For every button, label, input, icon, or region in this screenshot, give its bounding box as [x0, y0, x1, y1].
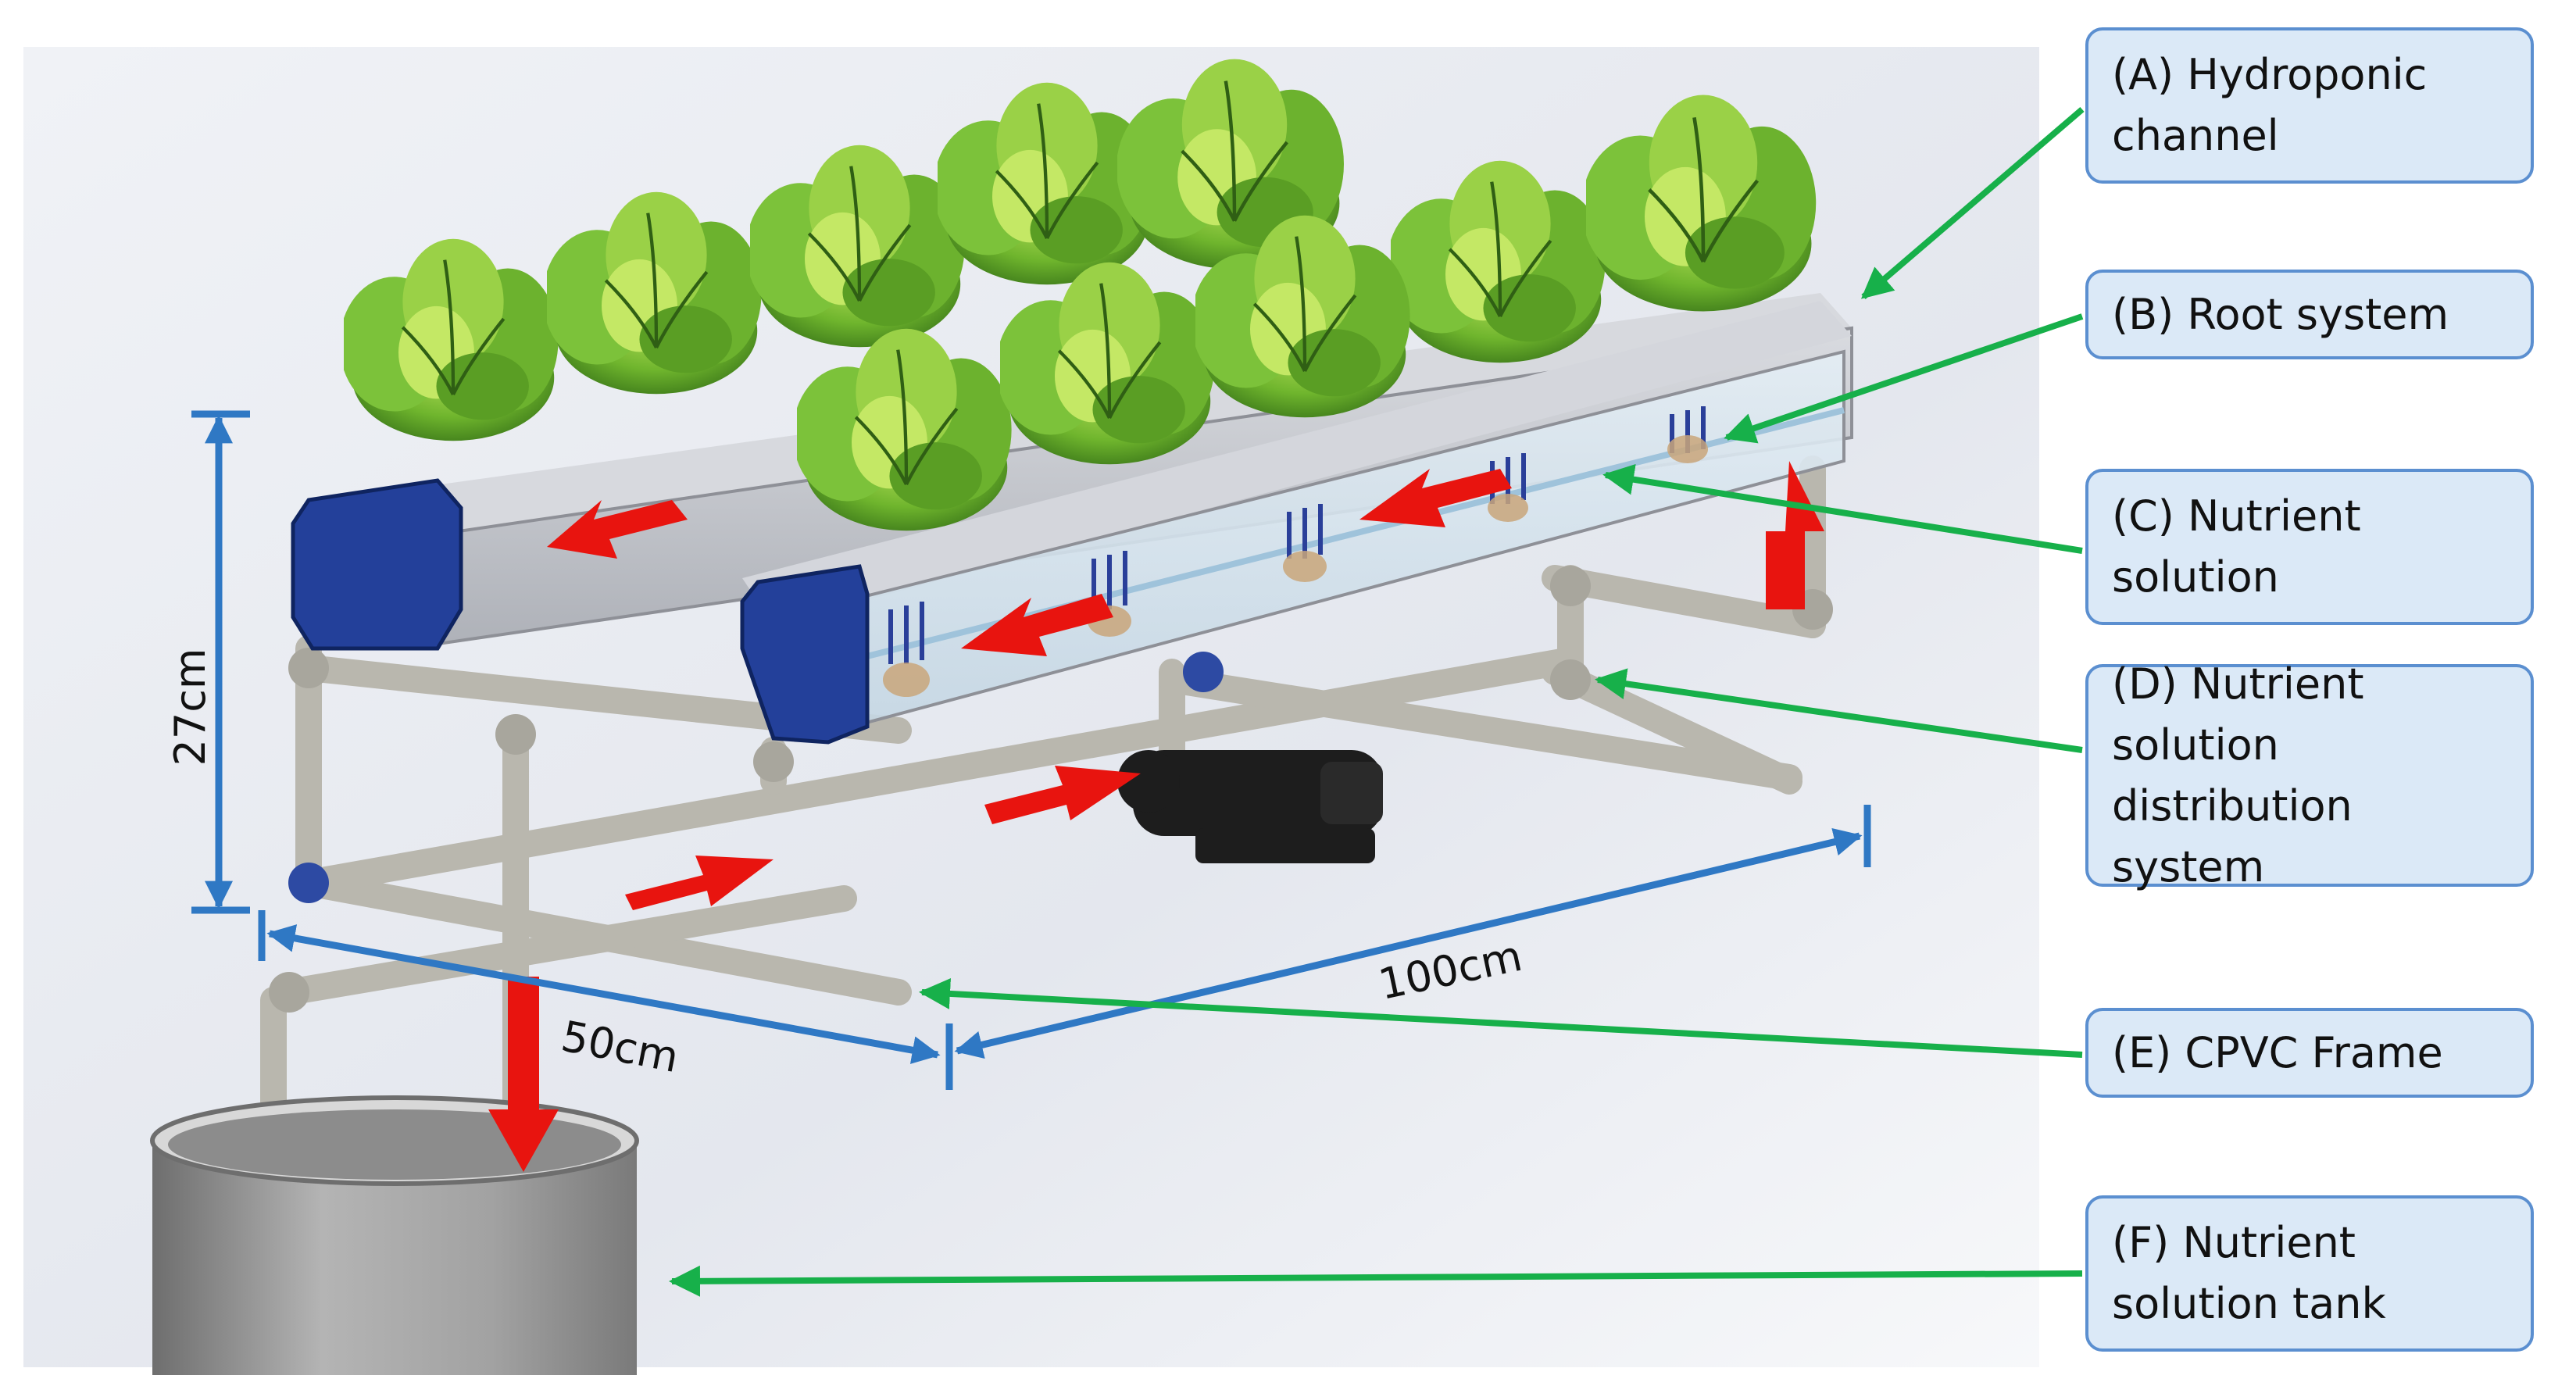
callout-root-system: (B) Root system — [2085, 270, 2534, 359]
flow-arrow-riser — [1766, 461, 1824, 609]
flow-arrow-channel-1 — [961, 594, 1113, 656]
callout-cpvc-frame-text: (E) CPVC Frame — [2112, 1027, 2443, 1077]
callout-nutrient-tank: (F) Nutrient solution tank — [2085, 1195, 2534, 1352]
dimension-height-label: 27cm — [166, 648, 215, 766]
flow-arrow-drain — [488, 977, 559, 1172]
callout-arrow-a — [1860, 106, 2085, 300]
flow-arrows — [488, 461, 1824, 1172]
callout-arrow-c — [1602, 463, 2083, 554]
callout-nutrient-solution-text: (C) Nutrient solution — [2112, 491, 2361, 602]
front-channel — [740, 301, 1852, 745]
flow-arrow-back-channel — [547, 500, 688, 559]
callout-distribution-system-text: (D) Nutrient solution distribution syste… — [2112, 659, 2364, 891]
callout-distribution-system: (D) Nutrient solution distribution syste… — [2085, 659, 2534, 891]
callout-root-system-text: (B) Root system — [2112, 289, 2449, 339]
pipe-fittings — [269, 566, 1833, 1013]
callout-nutrient-tank-text: (F) Nutrient solution tank — [2112, 1218, 2386, 1328]
flow-arrow-pipe-2 — [984, 766, 1141, 824]
nutrient-tank — [150, 1095, 639, 1375]
callout-nutrient-solution: (C) Nutrient solution — [2085, 469, 2534, 625]
callout-arrow-f — [669, 1265, 2083, 1297]
callout-arrow-e — [919, 977, 2083, 1058]
callout-hydroponic-channel: (A) Hydroponic channel — [2085, 27, 2534, 184]
callout-cpvc-frame: (E) CPVC Frame — [2085, 1008, 2534, 1098]
callout-hydroponic-channel-text: (A) Hydroponic channel — [2112, 50, 2428, 160]
callout-arrows — [669, 106, 2085, 1297]
callout-arrow-b — [1724, 313, 2084, 444]
flow-arrow-channel-2 — [1359, 469, 1512, 527]
flow-arrow-pipe-1 — [625, 856, 774, 910]
root-tips — [883, 435, 1708, 697]
callout-arrow-d — [1595, 668, 2083, 753]
dimension-lines — [191, 410, 1871, 1090]
